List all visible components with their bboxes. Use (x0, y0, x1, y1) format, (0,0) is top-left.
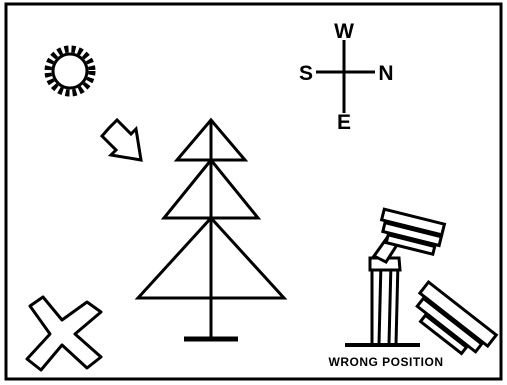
compass-rose: W S N E (299, 20, 394, 134)
tree-icon (138, 120, 284, 339)
sunlight-arrow-icon (102, 120, 141, 160)
x-mark-icon (27, 297, 101, 370)
compass-label-south: S (299, 62, 313, 85)
compass-label-east: E (337, 111, 351, 134)
sun-icon (48, 49, 92, 93)
caption-wrong-position: WRONG POSITION (329, 355, 444, 369)
compass-label-north: N (378, 62, 393, 85)
camera-on-tripod-icon (345, 209, 496, 363)
compass-label-west: W (334, 20, 354, 43)
